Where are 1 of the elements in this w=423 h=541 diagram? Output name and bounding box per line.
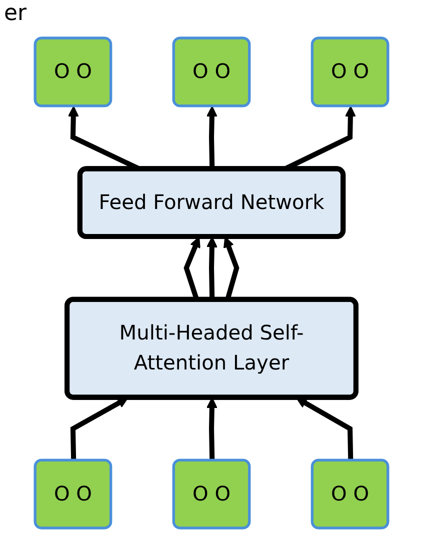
partial-label: er — [4, 1, 27, 26]
